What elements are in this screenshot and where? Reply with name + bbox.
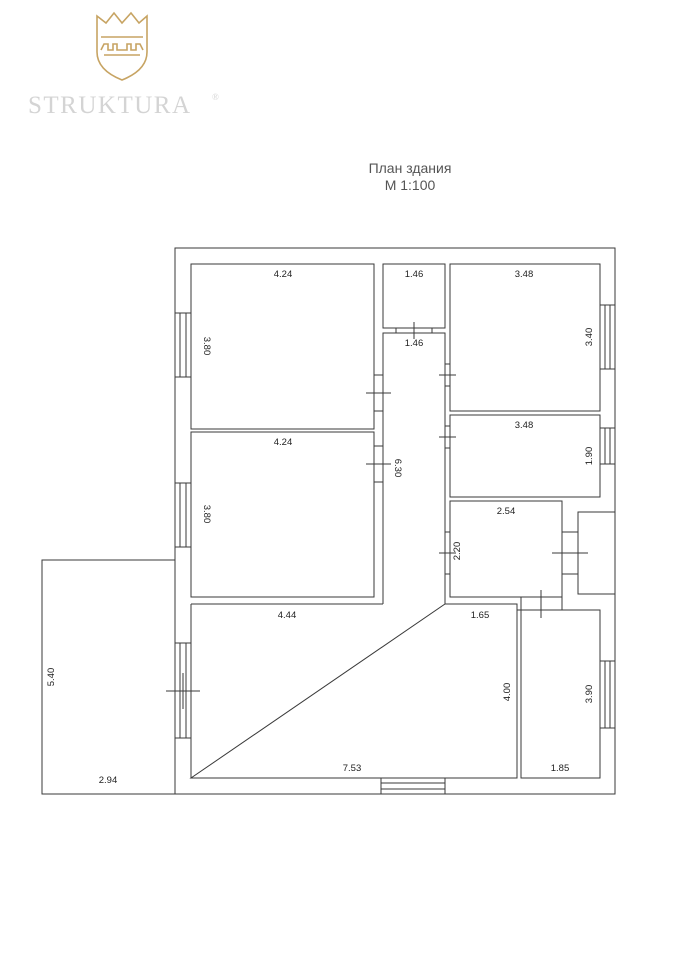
window-right-2: [599, 427, 616, 465]
outer-wall: [174, 247, 616, 795]
room-mid-right-width: 3.48: [515, 420, 534, 431]
brand-name: STRUKTURA: [28, 92, 192, 119]
wall-segment: [516, 604, 521, 611]
room-top-left: [190, 263, 375, 430]
room-living-height: 4.00: [502, 683, 513, 702]
window-right-3: [599, 660, 616, 729]
door-small-top: [395, 322, 433, 339]
room-top-right-height: 3.40: [584, 328, 595, 347]
terrace-height: 5.40: [46, 668, 57, 687]
door-bath: [439, 531, 456, 575]
room-small-top-width: 1.46: [405, 269, 424, 280]
door-top-right: [439, 363, 456, 387]
window-bottom: [380, 777, 446, 795]
room-top-right: [449, 263, 601, 412]
door-mid-left: [366, 445, 391, 483]
room-living-width-right: 1.65: [471, 610, 490, 621]
corridor-width: 1.46: [405, 338, 424, 349]
room-bath-width: 2.54: [497, 506, 516, 517]
window-left-1: [174, 312, 192, 378]
room-mid-left-height: 3.80: [201, 505, 212, 524]
plan-scale: М 1:100: [384, 177, 436, 193]
room-mid-right-height: 1.90: [584, 447, 595, 466]
room-mid-left: [190, 431, 375, 598]
room-bottom-right-width: 1.85: [551, 763, 570, 774]
window-right-1: [599, 304, 616, 370]
window-left-2: [174, 482, 192, 548]
terrace-width: 2.94: [99, 775, 118, 786]
door-terrace: [166, 673, 200, 709]
plan-title-line1: План здания: [368, 160, 452, 176]
corridor-height: 6.30: [392, 459, 403, 478]
room-top-left-width: 4.24: [274, 269, 293, 280]
room-bath-height: 2.20: [452, 542, 463, 561]
plan-title: План здания М 1:100: [330, 160, 490, 194]
door-bottom-right: [520, 590, 563, 618]
room-top-left-height: 3.80: [201, 337, 212, 356]
room-mid-left-width: 4.24: [274, 437, 293, 448]
room-living-width-bottom: 7.53: [343, 763, 362, 774]
dimension-labels: 4.24 3.80 4.24 3.80 1.46 1.46 6.30 3.48 …: [46, 269, 595, 786]
terrace-outline: [41, 559, 175, 795]
registered-mark: ®: [212, 92, 219, 102]
room-bottom-right-height: 3.90: [584, 685, 595, 704]
door-mid-right: [439, 425, 456, 449]
room-living-width-top: 4.44: [278, 610, 297, 621]
door-closet: [552, 531, 588, 575]
door-top-left: [366, 374, 391, 412]
castle-shield-icon: [96, 11, 148, 81]
room-living: [189, 603, 518, 779]
room-top-right-width: 3.48: [515, 269, 534, 280]
